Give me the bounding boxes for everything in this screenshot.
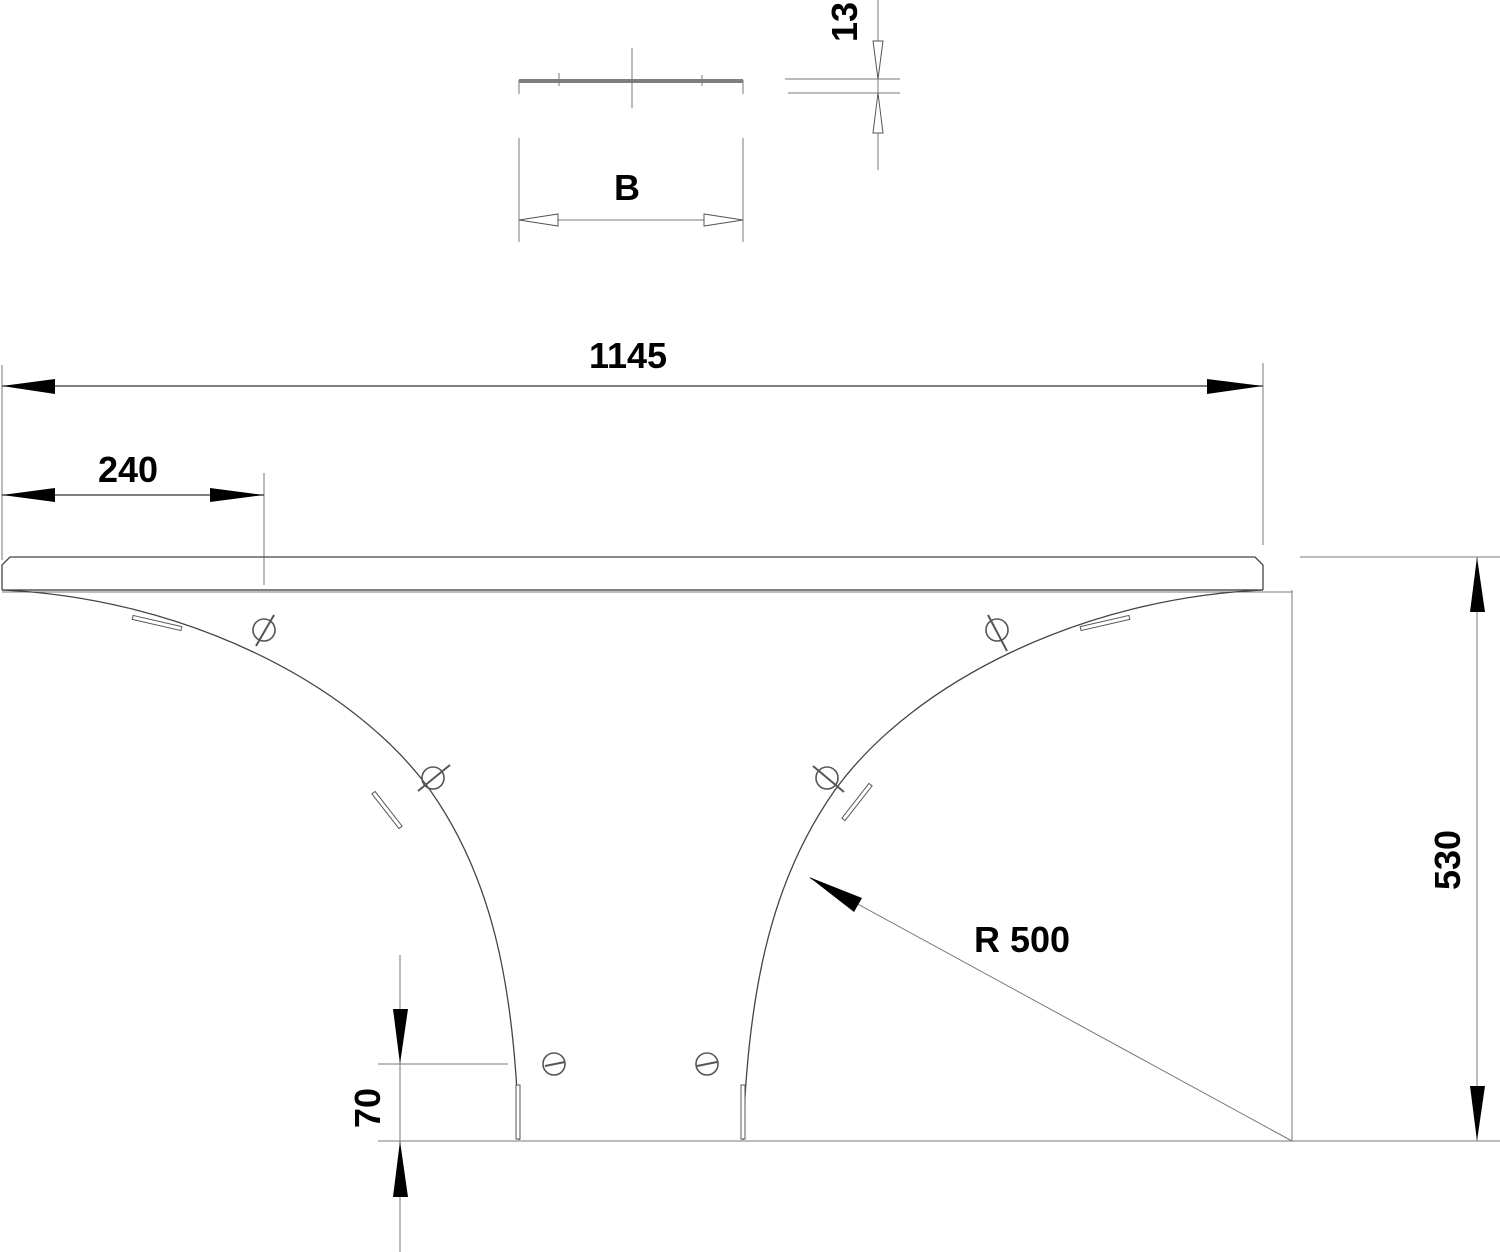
straight-arrow-left-icon xyxy=(2,488,55,502)
radius-dimension-line xyxy=(809,877,1293,1142)
overall-arrow-right-icon xyxy=(1207,379,1263,394)
width-label-b: B xyxy=(614,167,640,208)
screw-icon xyxy=(812,765,845,793)
end-offset-arrow-top-icon xyxy=(393,1009,408,1064)
height-arrow-bottom-icon xyxy=(1470,1086,1485,1141)
joint-tab-icon xyxy=(841,782,873,822)
end-offset-label: 70 xyxy=(347,1088,388,1128)
b-arrow-right-icon xyxy=(703,213,744,227)
straight-arrow-right-icon xyxy=(210,488,264,502)
thickness-arrow-top-icon xyxy=(872,40,884,80)
joint-tab-icon xyxy=(740,1084,746,1140)
right-arc-edge xyxy=(742,589,1264,1141)
overall-length-label: 1145 xyxy=(589,335,667,376)
height-label: 530 xyxy=(1427,830,1468,890)
screw-icon xyxy=(985,614,1009,652)
radius-label: R 500 xyxy=(974,919,1070,960)
joint-tab-icon xyxy=(1079,614,1131,632)
height-arrow-top-icon xyxy=(1470,557,1485,612)
screw-icon xyxy=(252,614,276,647)
thickness-arrow-bottom-icon xyxy=(872,92,884,134)
end-offset-arrow-bottom-icon xyxy=(393,1141,408,1197)
screws xyxy=(252,614,1009,1076)
screw-icon xyxy=(417,764,451,792)
straight-section-label: 240 xyxy=(98,449,158,490)
joint-tab-icon xyxy=(515,1084,521,1140)
b-arrow-left-icon xyxy=(518,213,559,227)
plan-view: 1145 240 xyxy=(1,335,1500,1252)
radius-arrow-icon xyxy=(809,877,862,912)
joint-tabs xyxy=(131,614,1131,1140)
left-arc-edge xyxy=(1,589,520,1141)
cover-top-strip xyxy=(1,556,1264,590)
joint-tab-icon xyxy=(371,790,403,830)
section-view: B 13 xyxy=(518,0,900,242)
overall-arrow-left-icon xyxy=(2,379,55,394)
joint-tab-icon xyxy=(131,614,183,632)
screw-icon xyxy=(695,1052,719,1076)
thickness-label: 13 xyxy=(824,2,865,42)
screw-icon xyxy=(542,1052,566,1076)
